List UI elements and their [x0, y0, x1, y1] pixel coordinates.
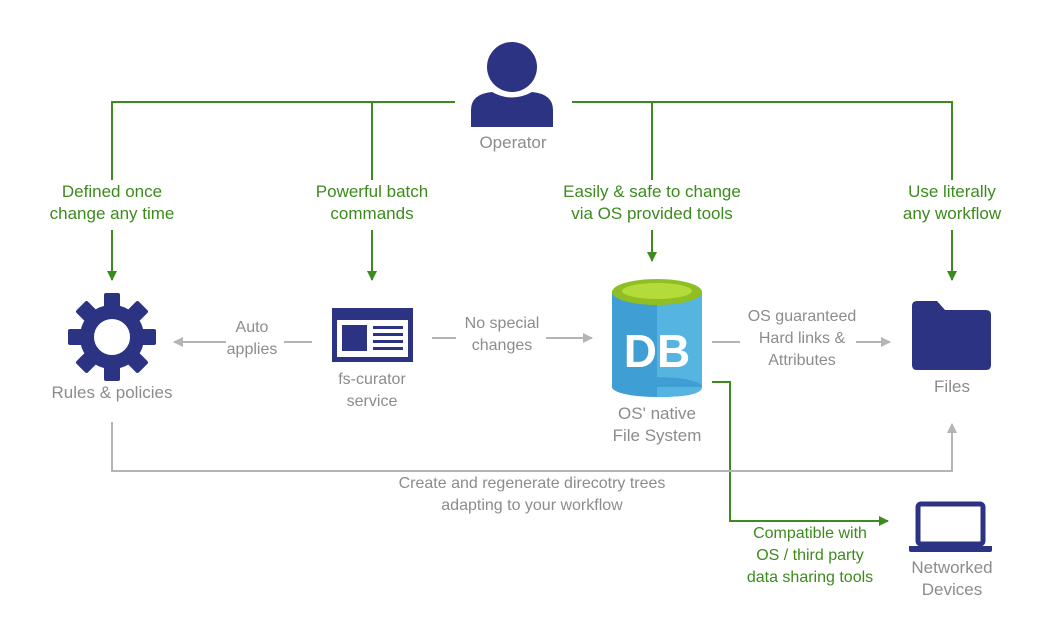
- edge-defined-label-2: change any time: [49, 204, 175, 223]
- edge-operator-to-fs: [572, 101, 953, 180]
- edge-osg-label-3: Attributes: [768, 352, 836, 369]
- edge-compat-label-1: Compatible with: [753, 525, 867, 542]
- edge-batch-label-1: Powerful batch: [315, 182, 429, 201]
- edge-auto-label-1: Auto: [235, 319, 269, 336]
- database-icon: DB: [612, 279, 702, 397]
- browser-window-icon: [332, 308, 413, 362]
- edge-easily-label-2: via OS provided tools: [571, 204, 733, 223]
- edge-defined-label-1: Defined once: [61, 182, 163, 201]
- edge-compat-label-2: OS / third party: [756, 547, 864, 564]
- edge-compat-label-3: data sharing tools: [746, 569, 874, 586]
- laptop-icon: [909, 501, 992, 552]
- node-operator-label: Operator: [479, 133, 547, 152]
- node-files-label: Files: [934, 377, 970, 396]
- edge-osg-label-2: Hard links &: [758, 330, 846, 347]
- edge-create-label-2: adapting to your workflow: [441, 497, 623, 514]
- edge-literally-label-2: any workflow: [902, 204, 1002, 223]
- edge-auto-label-2: applies: [226, 341, 278, 358]
- edge-fs-to-devices: [712, 381, 889, 526]
- edge-nospecial-label-1: No special: [464, 315, 540, 332]
- user-icon: [471, 42, 553, 127]
- db-label: DB: [624, 325, 690, 377]
- edge-create-label-1: Create and regenerate direcotry trees: [398, 475, 666, 492]
- node-devices-label-1: Networked: [911, 558, 993, 577]
- edge-easily-label-1: Easily & safe to change: [563, 182, 741, 201]
- edge-nospecial-label-2: changes: [471, 337, 533, 354]
- node-service-label-1: fs-curator: [338, 371, 406, 388]
- edge-literally-label-1: Use literally: [908, 182, 996, 201]
- operator-connectors: [107, 101, 957, 526]
- node-fs-label-1: OS' native: [618, 404, 696, 423]
- edge-operator-to-rules: [111, 101, 455, 180]
- edge-rules-to-files: [111, 422, 957, 472]
- node-rules-label: Rules & policies: [51, 383, 173, 402]
- node-fs-label-2: File System: [612, 426, 702, 445]
- edge-osg-label-1: OS guaranteed: [747, 308, 857, 325]
- node-devices-label-2: Devices: [921, 580, 983, 599]
- gear-icon: [68, 293, 156, 381]
- gray-connectors: [111, 333, 957, 472]
- folder-icon: [912, 301, 991, 370]
- edge-batch-label-2: commands: [330, 204, 414, 223]
- node-service-label-2: service: [346, 393, 398, 410]
